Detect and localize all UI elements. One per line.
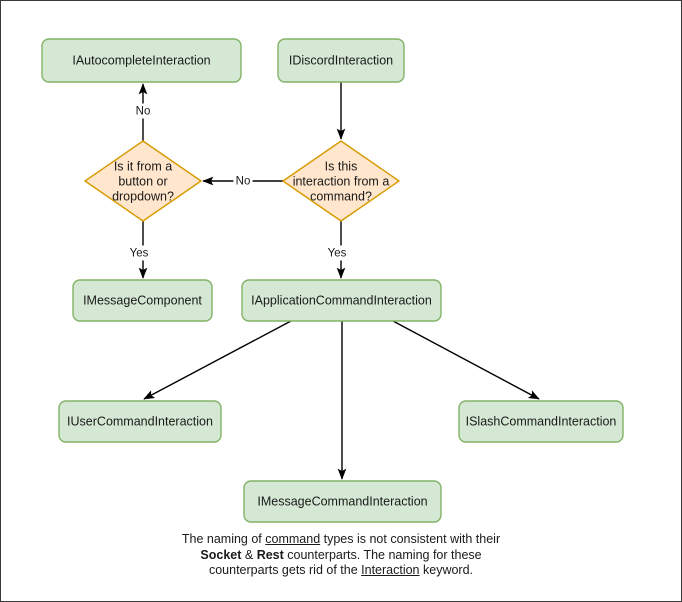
edge-application-to-slash-command [392, 320, 540, 400]
node-slash-command[interactable]: ISlashCommandInteraction [458, 400, 624, 443]
node-shape-message-component [72, 279, 213, 322]
edge-label-edge-decision2-to-decision1: No [236, 176, 251, 188]
node-shape-is-button-or-dropdown [84, 140, 202, 222]
diagram-caption: The naming of command types is not consi… [1, 532, 681, 579]
edge-application-to-user-command [143, 320, 292, 400]
node-autocomplete[interactable]: IAutocompleteInteraction [41, 38, 242, 83]
node-label-user-command: IUserCommandInteraction [67, 414, 213, 428]
nodes-layer: IAutocompleteInteraction IDiscordInteract… [41, 38, 624, 523]
node-shape-slash-command [458, 400, 624, 443]
node-label-message-component: IMessageComponent [83, 293, 202, 307]
caption-text: The naming of [181, 532, 266, 546]
node-discord[interactable]: IDiscordInteraction [277, 38, 405, 83]
caption-text: counterparts. The naming for these [283, 547, 482, 562]
caption-text: & [241, 547, 257, 562]
node-message-component[interactable]: IMessageComponent [72, 279, 213, 322]
caption-line-2: Socket & Rest counterparts. The naming f… [1, 548, 681, 564]
node-shape-application-command [241, 279, 442, 322]
node-user-command[interactable]: IUserCommandInteraction [58, 400, 222, 443]
node-shape-user-command [58, 400, 222, 443]
caption-underlined-command: command [265, 532, 321, 546]
node-application-command[interactable]: IApplicationCommandInteraction [241, 279, 442, 322]
edge-label-backdrop [324, 245, 350, 261]
caption-line-3: counterparts gets rid of the Interaction… [1, 563, 681, 579]
caption-text: counterparts gets rid of the [208, 563, 362, 577]
edge-label-backdrop [133, 103, 153, 119]
node-shape-discord [277, 38, 405, 83]
edge-label-edge-decision1-to-autocomplete: No [136, 106, 151, 118]
node-shape-message-command [243, 480, 442, 523]
node-shape-is-from-command [282, 140, 400, 222]
caption-text: types is not consistent with their [320, 532, 501, 546]
edge-label-edge-decision1-to-message-component: Yes [130, 248, 149, 260]
node-label-slash-command: ISlashCommandInteraction [466, 414, 617, 428]
edge-label-edge-decision2-to-application-command: Yes [328, 248, 347, 260]
node-shape-autocomplete [41, 38, 242, 83]
caption-underlined-interaction: Interaction [361, 563, 420, 577]
caption-bold-socket: Socket [200, 547, 242, 562]
node-message-command[interactable]: IMessageCommandInteraction [243, 480, 442, 523]
caption-line-1: The naming of command types is not consi… [1, 532, 681, 548]
node-label-autocomplete: IAutocompleteInteraction [72, 53, 210, 67]
edge-label-backdrop [126, 245, 152, 261]
edge-label-backdrop [233, 173, 253, 189]
node-label-message-command: IMessageCommandInteraction [257, 494, 427, 508]
caption-text: keyword. [419, 563, 474, 577]
node-label-application-command: IApplicationCommandInteraction [251, 293, 432, 307]
node-label-discord: IDiscordInteraction [289, 53, 393, 67]
caption-bold-rest: Rest [256, 547, 284, 562]
